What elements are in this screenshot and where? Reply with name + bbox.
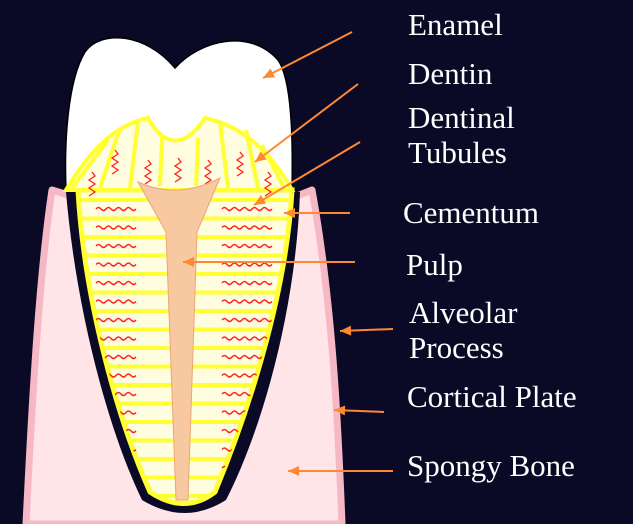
label-alveolar-process-1: Alveolar <box>409 296 517 329</box>
label-dentinal-tubules-1: Dentinal <box>408 101 515 134</box>
label-enamel: Enamel <box>408 8 503 41</box>
label-dentin: Dentin <box>408 57 492 90</box>
label-cortical-plate: Cortical Plate <box>407 380 577 413</box>
crown-dentin-ray <box>160 138 162 186</box>
label-alveolar-process-2: Process <box>409 331 504 364</box>
label-dentinal-tubules-2: Tubules <box>408 136 507 169</box>
crown-dentin-ray <box>196 138 198 186</box>
enamel-arrow <box>263 32 352 78</box>
label-pulp: Pulp <box>406 248 463 281</box>
alveolar-process-arrow-head <box>340 326 351 336</box>
label-spongy-bone: Spongy Bone <box>407 449 575 482</box>
label-cementum: Cementum <box>403 196 539 229</box>
